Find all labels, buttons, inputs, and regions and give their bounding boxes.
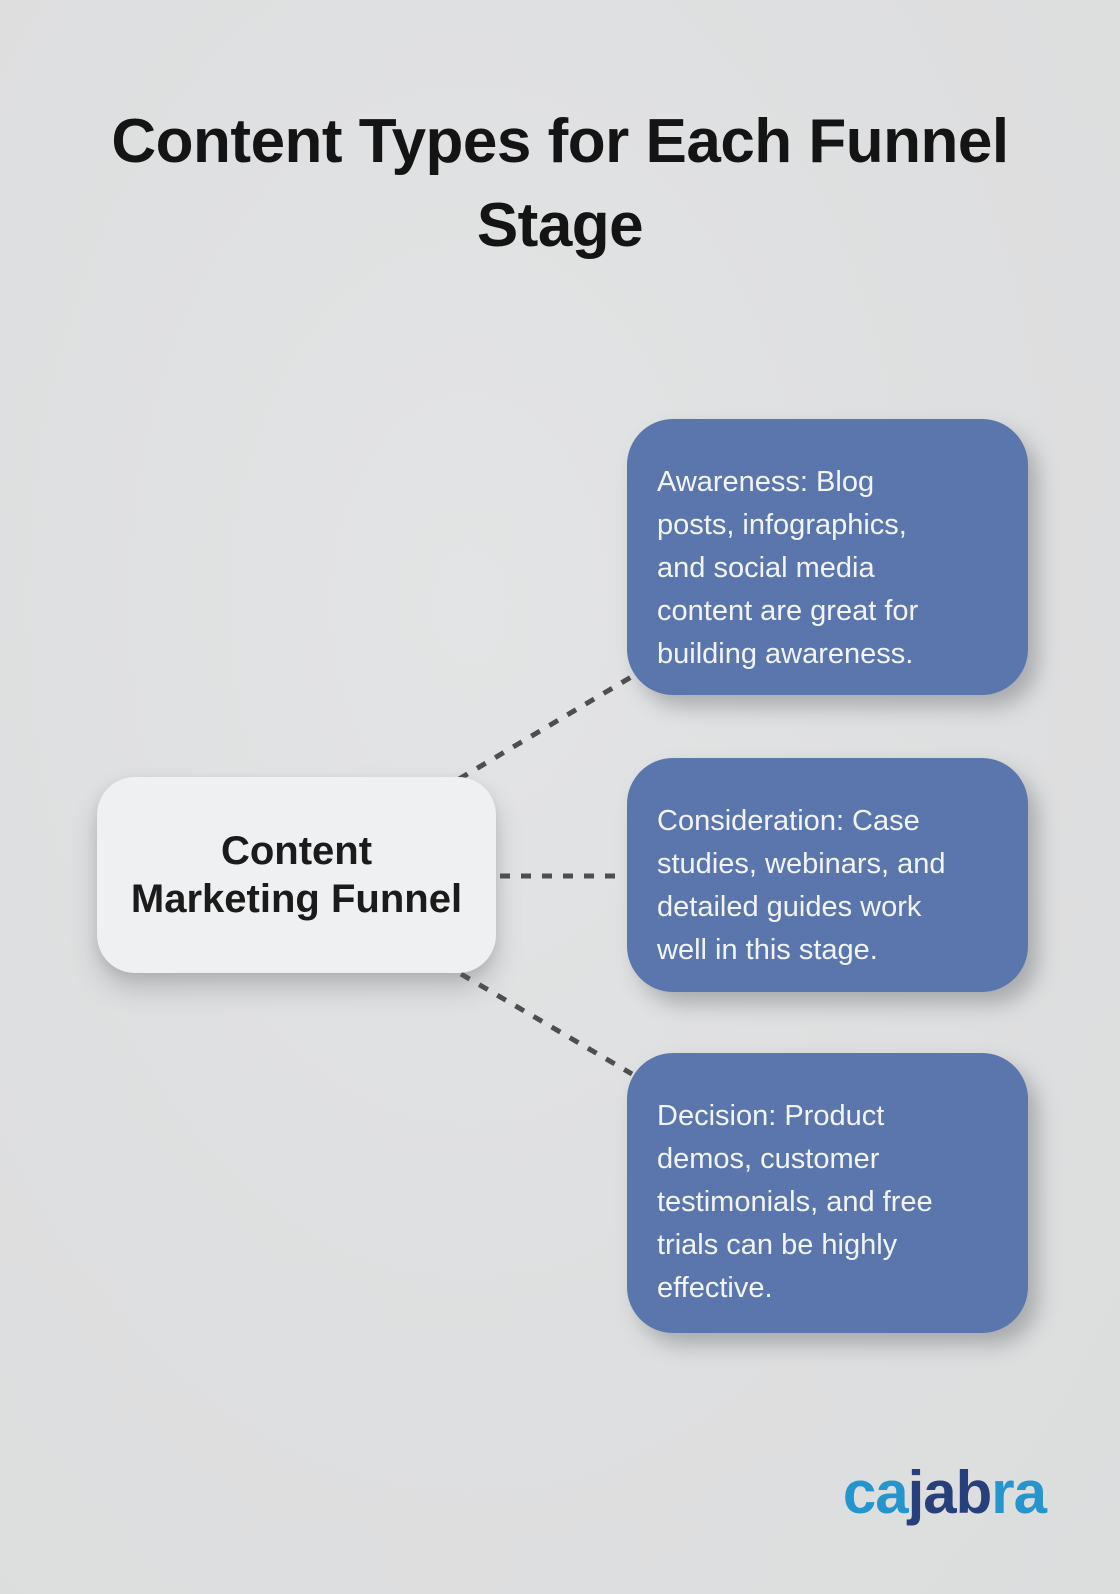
stage-card-awareness-text: Awareness: Blog posts, infographics, and… [657, 466, 919, 670]
page-title: Content Types for Each Funnel Stage [111, 107, 1009, 260]
stage-card-decision-text: Decision: Product demos, customer testim… [657, 1100, 933, 1304]
logo-segment: jab [907, 1459, 993, 1526]
logo-segment: ca [842, 1459, 909, 1526]
stage-card-awareness: Awareness: Blog posts, infographics, and… [627, 419, 1028, 695]
stage-card-consideration: Consideration: Case studies, webinars, a… [627, 758, 1028, 992]
cajabra-logo: cajabra [842, 1458, 1047, 1527]
logo-segment: ra [991, 1459, 1047, 1526]
stage-card-consideration-text: Consideration: Case studies, webinars, a… [657, 805, 946, 966]
center-node-content-marketing-funnel: Content Marketing Funnel [97, 777, 496, 973]
connector-decision [459, 971, 634, 1077]
stage-card-decision: Decision: Product demos, customer testim… [627, 1053, 1028, 1333]
center-node-label: Content Marketing Funnel [130, 829, 463, 921]
connector-awareness [457, 670, 640, 782]
